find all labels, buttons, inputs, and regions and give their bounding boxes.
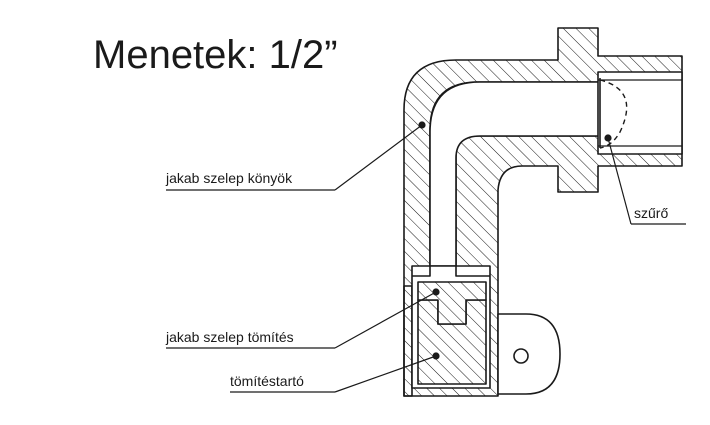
elbow-leader [334, 124, 423, 191]
seal-holder-leader [334, 355, 437, 393]
seal-leader-dot [432, 288, 440, 296]
seal-leader [334, 291, 437, 349]
mounting-lug [497, 313, 561, 395]
elbow-label: jakab szelep könyök [165, 170, 293, 186]
threaded-socket [597, 71, 683, 155]
filter-dome [599, 79, 628, 149]
elbow-leader-dot [418, 121, 426, 129]
diagram-title: Menetek: 1/2” [93, 33, 338, 77]
filter-label: szűrő [634, 205, 668, 221]
filter-leader-dot [604, 134, 612, 142]
elbow-bore [429, 81, 601, 267]
seal-label: jakab szelep tömítés [165, 329, 294, 345]
seal-holder-label: tömítéstartó [230, 373, 304, 389]
mounting-hole [513, 348, 529, 364]
cavity-step [412, 266, 490, 277]
filter-leader [607, 137, 632, 225]
seal-holder-leader-dot [432, 352, 440, 360]
lower-housing [403, 285, 413, 397]
